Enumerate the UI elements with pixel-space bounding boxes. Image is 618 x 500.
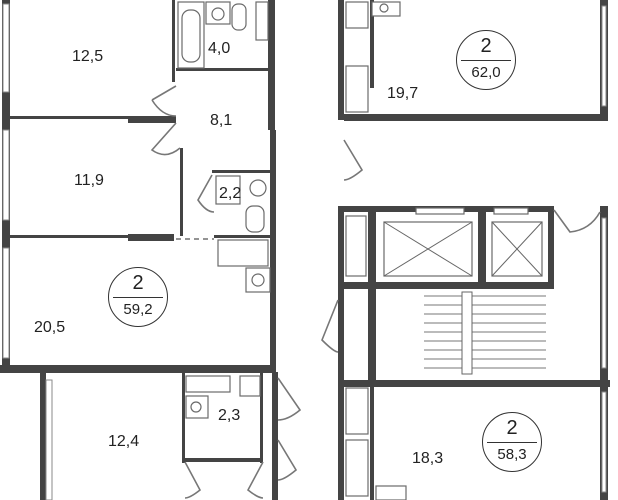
room-area-label: 18,3 [412, 450, 444, 467]
stairs [424, 291, 546, 375]
left-facade [0, 0, 140, 500]
right-facade [601, 5, 607, 493]
left-apartment-walls [10, 0, 278, 500]
room-area-label: 12,4 [108, 433, 140, 450]
right-fixtures [321, 1, 601, 500]
badge-divider [487, 442, 537, 443]
room-area-label: 19,7 [387, 85, 419, 102]
apartment-room-count: 2 [506, 417, 518, 439]
room-area-label: 2,2 [219, 185, 242, 202]
room-area-label: 11,9 [74, 172, 104, 189]
apartment-badge: 2 58,3 [482, 412, 542, 472]
apartment-total-area: 59,2 [123, 301, 153, 318]
apartment-badge: 2 59,2 [108, 267, 168, 327]
badge-divider [461, 60, 511, 61]
room-area-label: 4,0 [208, 40, 231, 57]
apartment-total-area: 58,3 [497, 446, 527, 463]
room-area-label: 2,3 [218, 407, 241, 424]
apartment-badge: 2 62,0 [456, 30, 516, 90]
badge-divider [113, 297, 163, 298]
left-bathroom-fixtures [177, 1, 271, 419]
room-area-label: 12,5 [72, 48, 104, 65]
room-area-label: 8,1 [210, 112, 233, 129]
left-doors [150, 85, 302, 499]
apartment-room-count: 2 [132, 272, 144, 294]
stair-railing [461, 291, 473, 375]
apartment-total-area: 62,0 [471, 64, 501, 81]
room-area-label: 20,5 [34, 319, 66, 336]
apartment-room-count: 2 [480, 35, 492, 57]
elevators [383, 207, 543, 277]
